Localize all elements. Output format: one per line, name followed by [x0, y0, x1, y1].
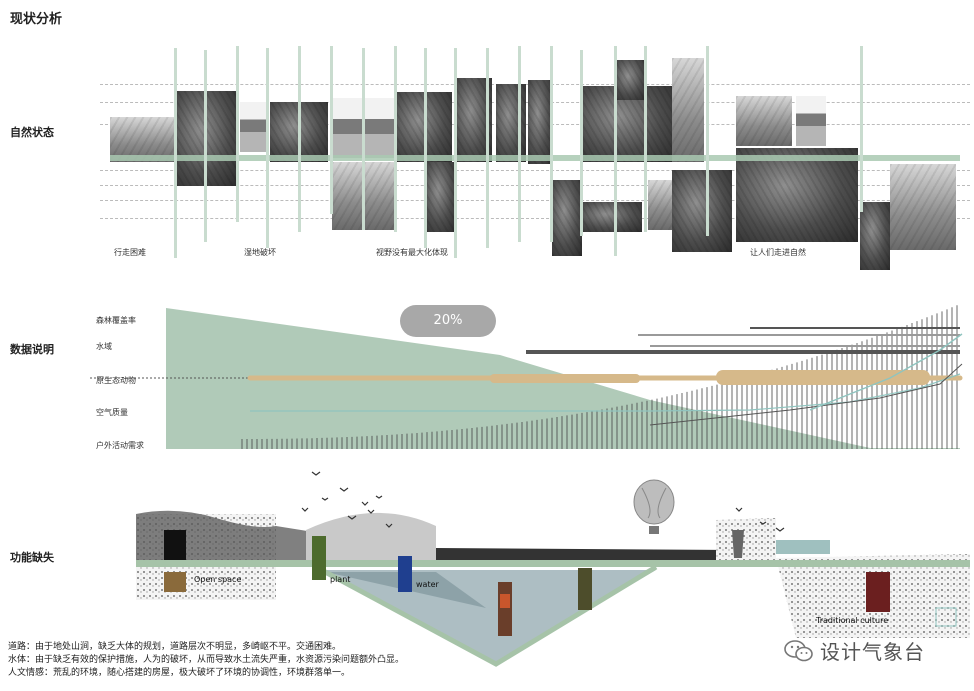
- terrain-right: [716, 518, 776, 564]
- photo-tile: [176, 91, 238, 186]
- photo-tile: [110, 117, 174, 162]
- photo-caption: 行走困难: [114, 248, 146, 257]
- photo-tile: [552, 180, 582, 256]
- divider-bar: [204, 50, 207, 242]
- photo-tile: [496, 84, 526, 162]
- divider-bar: [174, 48, 177, 258]
- analysis-notes: 道路：由于地处山涧，缺乏大体的规划，道路层次不明显，多崎岖不平。交通困难。 水体…: [8, 641, 404, 680]
- label-water: water: [416, 580, 439, 589]
- photo-tile: [672, 58, 704, 162]
- row-label: 森林覆盖率: [96, 316, 136, 325]
- water-marker: [398, 556, 412, 592]
- open-space-marker-base: [164, 572, 186, 592]
- photo-tile: [426, 162, 456, 232]
- divider-bar: [266, 48, 269, 248]
- air-quality-line: [250, 373, 961, 412]
- photo-caption: 视野没有最大化体现: [376, 248, 448, 257]
- divider-bar: [518, 46, 521, 242]
- photo-caption: 湿地破坏: [244, 248, 276, 257]
- koi-fish-icon: [500, 594, 510, 608]
- divider-bar: [860, 46, 863, 212]
- photo-tile: [582, 202, 642, 232]
- photo-caption: 让人们走进自然: [750, 248, 806, 257]
- guide-line: [100, 170, 970, 171]
- divider-bar: [580, 50, 583, 236]
- annotation-box: [935, 607, 957, 627]
- row-label: 原生态动物: [96, 376, 136, 385]
- page-title: 现状分析: [10, 12, 63, 27]
- divider-bar: [550, 46, 553, 242]
- natural-state-photo-strip: 行走困难 湿地破坏 视野没有最大化体现 让人们走进自然: [100, 40, 970, 280]
- tower: [732, 530, 744, 558]
- section-label-data: 数据说明: [10, 343, 54, 356]
- photo-tile: [736, 148, 858, 242]
- photo-tile: [796, 96, 826, 146]
- photo-tile: [672, 170, 732, 252]
- divider-bar: [424, 48, 427, 248]
- section-label-natural: 自然状态: [10, 126, 54, 139]
- row-label: 空气质量: [96, 408, 128, 417]
- mist-hill: [306, 512, 436, 564]
- photo-tile: [240, 102, 268, 152]
- divider-bar: [486, 48, 489, 248]
- photo-tile: [736, 96, 792, 146]
- photo-tile: [890, 164, 956, 250]
- note-water: 水体：由于缺乏有效的保护措施，人为的破坏，从而导致水土流失严重，水资源污染问题额…: [8, 655, 405, 665]
- divider-bar: [644, 46, 647, 232]
- label-open-space: Open space: [194, 575, 242, 584]
- function-section-diagram: Open space plant water Traditional cultu…: [136, 468, 970, 668]
- wechat-icon: [784, 639, 813, 661]
- fauna-marker: [498, 582, 512, 636]
- guide-line: [100, 200, 970, 201]
- divider-bar: [236, 46, 239, 222]
- watermark-text: 设计气象台: [820, 640, 925, 664]
- row-label: 水域: [96, 342, 112, 351]
- note-culture: 人文情感：荒乱的环境，随心搭建的房屋，极大破坏了环境的协调性，环境群落单一。: [8, 668, 351, 678]
- photo-tile: [528, 80, 552, 164]
- fauna-segment: [716, 370, 930, 385]
- label-traditional-culture: Traditional culture: [816, 616, 889, 625]
- divider-bar: [330, 46, 333, 214]
- birds-icon: [301, 471, 785, 532]
- hot-air-balloon-icon: [633, 479, 675, 534]
- natural-state-green-band: [110, 155, 960, 161]
- percentage-badge: 20%: [400, 305, 496, 337]
- divider-bar: [454, 48, 457, 258]
- guide-line: [100, 185, 970, 186]
- note-road: 道路：由于地处山涧，缺乏大体的规划，道路层次不明显，多崎岖不平。交通困难。: [8, 642, 342, 652]
- guide-line: [100, 218, 970, 219]
- divider-bar: [614, 46, 617, 256]
- air-quality-rise: [809, 333, 963, 411]
- data-chart: 20% 森林覆盖率 水域 原生态动物 空气质量 户外活动需求: [90, 300, 970, 460]
- vegetation-marker: [578, 568, 592, 610]
- ground-band: [136, 560, 970, 567]
- air-quality-trend: [649, 363, 963, 426]
- data-chart-svg: [90, 305, 963, 449]
- open-space-marker: [164, 530, 186, 560]
- fauna-segment: [490, 374, 640, 383]
- photo-tile: [860, 202, 890, 270]
- label-plant: plant: [330, 575, 351, 584]
- valley-band: [314, 564, 658, 667]
- divider-bar: [298, 46, 301, 232]
- divider-bar: [362, 48, 365, 230]
- pavilion: [776, 540, 830, 554]
- section-label-function: 功能缺失: [10, 551, 54, 564]
- water-basin: [316, 570, 656, 664]
- row-label: 户外活动需求: [96, 441, 144, 450]
- photo-tile: [616, 60, 646, 100]
- plant-marker: [312, 536, 326, 580]
- culture-marker: [866, 572, 890, 612]
- divider-bar: [706, 46, 709, 236]
- section-diagram-svg: [136, 471, 970, 667]
- watermark: 设计气象台: [784, 636, 925, 665]
- divider-bar: [394, 46, 397, 232]
